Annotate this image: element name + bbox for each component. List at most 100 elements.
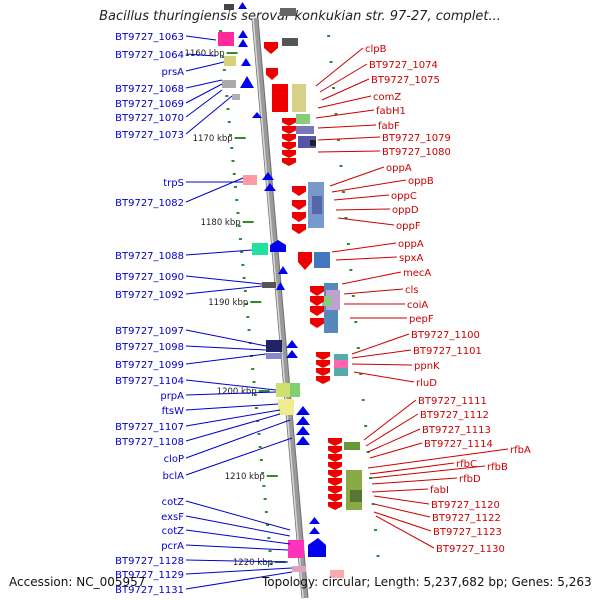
gene-label-left: BT9727_1064 [115, 50, 184, 61]
gene-label-right: rfbA [510, 445, 531, 456]
gene-label-right: rfbD [459, 474, 481, 485]
gene-label-right: BT9727_1112 [420, 410, 489, 421]
feature-block [280, 8, 296, 16]
reverse-gene-arrow [282, 134, 296, 142]
reverse-gene-arrow [292, 200, 306, 210]
scale-tick [237, 225, 241, 227]
scale-tick [351, 295, 355, 297]
gene-label-right: BT9727_1075 [371, 75, 440, 86]
scale-tick [258, 446, 262, 448]
scale-tick [349, 269, 353, 271]
leader-line [185, 403, 279, 411]
gene-label-left: BT9727_1129 [115, 570, 184, 581]
gene-label-left: bclA [163, 471, 185, 482]
gene-label-left: ftsW [162, 406, 184, 417]
leader-line [329, 166, 385, 187]
forward-gene-arrow [238, 2, 247, 9]
scale-tick [337, 139, 341, 141]
reverse-gene-arrow [310, 306, 324, 316]
reverse-gene-arrow [328, 462, 342, 470]
gene-label-right: BT9727_1111 [418, 396, 487, 407]
feature-block [344, 442, 360, 450]
leader-line [185, 391, 277, 396]
scale-tick [356, 347, 360, 349]
forward-gene-arrow [262, 172, 274, 180]
gene-label-left: cotZ [162, 497, 185, 508]
reverse-gene-arrow [292, 212, 306, 222]
feature-block [312, 196, 322, 214]
leader-line [315, 109, 375, 119]
leader-line [185, 95, 233, 135]
gene-label-left: BT9727_1099 [115, 360, 184, 371]
gene-label-left: prsA [161, 67, 184, 78]
leader-line [185, 61, 225, 72]
feature-block [290, 383, 300, 397]
scale-tick [259, 459, 263, 461]
forward-gene-arrow [308, 538, 326, 557]
gene-label-left: BT9727_1107 [115, 422, 184, 433]
forward-gene-arrow [270, 240, 286, 252]
gene-label-right: BT9727_1079 [382, 133, 451, 144]
gene-label-right: fabH1 [376, 106, 406, 117]
scale-tick [346, 243, 350, 245]
scale-tick [232, 173, 236, 175]
reverse-gene-arrow [316, 360, 330, 368]
leader-line [373, 495, 430, 505]
gene-label-right: oppF [396, 221, 421, 232]
leader-line [185, 79, 223, 89]
reverse-gene-arrow [282, 118, 296, 126]
leader-line [371, 477, 458, 485]
leader-line [185, 419, 291, 459]
leader-line [317, 124, 377, 129]
forward-gene-arrow [278, 266, 288, 274]
gene-label-right: pepF [409, 314, 434, 325]
scale-tick [263, 498, 267, 500]
scale-tick [245, 303, 249, 305]
scale-tick [233, 186, 237, 188]
leader-line [317, 150, 381, 153]
feature-block [296, 114, 310, 124]
gene-label-left: BT9727_1097 [115, 326, 184, 337]
gene-label-right: ppnK [414, 361, 440, 372]
reverse-gene-arrow [266, 68, 278, 80]
gene-label-left: BT9727_1073 [115, 130, 184, 141]
feature-block [252, 243, 268, 255]
leader-line [185, 515, 291, 537]
gene-label-right: BT9727_1101 [413, 346, 482, 357]
gene-label-right: oppA [386, 163, 412, 174]
scale-tick [243, 290, 247, 292]
scale-tick [332, 87, 336, 89]
feature-block [276, 383, 290, 397]
forward-gene-arrow [309, 527, 320, 534]
scale-label: 1190 kbp [208, 298, 248, 308]
scale-tick [229, 134, 233, 136]
leader-line [333, 194, 390, 201]
forward-gene-arrow [241, 58, 251, 66]
forward-gene-arrow [286, 340, 298, 348]
leader-line [373, 503, 431, 518]
feature-block [350, 490, 362, 502]
leader-line [321, 78, 370, 101]
gene-label-right: BT9727_1074 [369, 60, 438, 71]
gene-label-right: oppC [391, 191, 417, 202]
leader-line [185, 559, 289, 563]
forward-gene-arrow [240, 76, 254, 88]
gene-label-right: comZ [373, 92, 401, 103]
leader-line [185, 89, 223, 118]
gene-label-right: oppD [392, 205, 419, 216]
reverse-gene-arrow [328, 454, 342, 462]
scale-tick [253, 394, 257, 396]
leader-line [185, 409, 281, 427]
scale-tick [339, 165, 343, 167]
gene-label-right: spxA [399, 253, 423, 264]
leader-line [363, 399, 417, 441]
leader-line [375, 515, 435, 549]
leader-line [185, 177, 244, 203]
scale-tick [344, 217, 348, 219]
gene-label-right: clpB [365, 44, 387, 55]
gene-label-right: oppB [408, 176, 434, 187]
forward-gene-arrow [238, 30, 248, 38]
gene-label-right: cls [405, 285, 419, 296]
scale-tick [257, 433, 261, 435]
feature-block [288, 540, 304, 558]
